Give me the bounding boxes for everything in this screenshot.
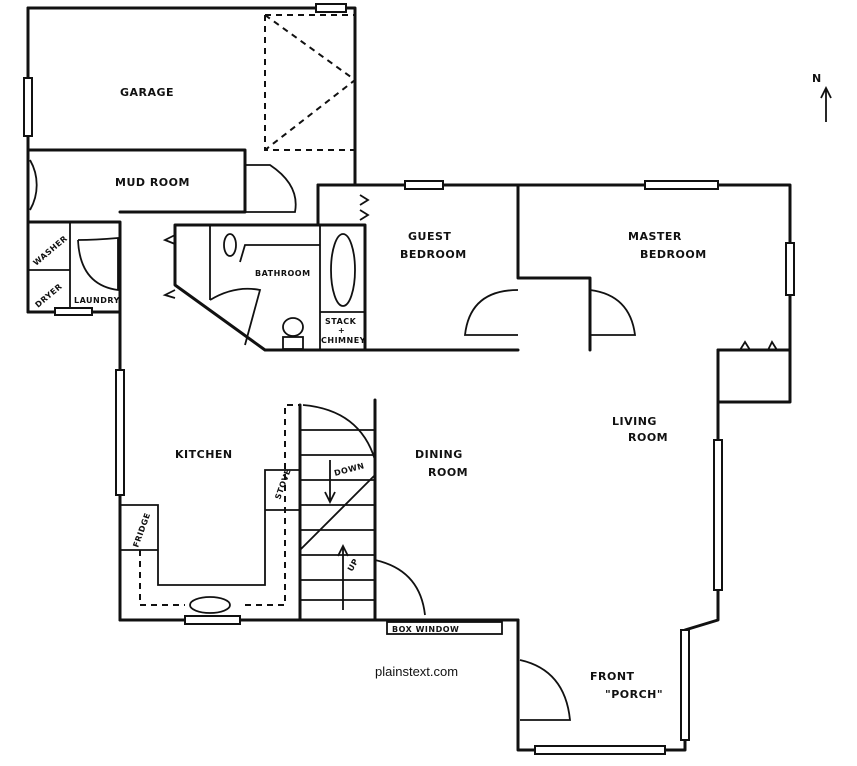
label-garage: GARAGE (120, 86, 174, 99)
label-porch: "PORCH" (605, 688, 663, 701)
window (115, 369, 125, 496)
window (644, 180, 719, 190)
window (23, 77, 33, 137)
living-walls (516, 348, 792, 755)
laundry-walls (26, 220, 125, 622)
garage-walls (23, 3, 357, 187)
box-window (386, 621, 503, 635)
window (184, 615, 241, 625)
north-arrow-icon (820, 85, 832, 122)
bedroom-walls (316, 180, 795, 352)
window (785, 242, 795, 296)
stairs (298, 398, 426, 622)
watermark: plainstext.com (375, 664, 458, 679)
window (680, 629, 690, 741)
label-mud-room: MUD ROOM (115, 176, 190, 189)
label-guest-bedroom: BEDROOM (400, 248, 467, 261)
label-laundry: LAUNDRY (74, 296, 120, 305)
label-washer: WASHER (32, 234, 70, 268)
label-north: N (812, 72, 822, 85)
label-dryer: DRYER (34, 282, 65, 310)
label-stack-plus: + (338, 326, 345, 335)
window (315, 3, 347, 13)
mud-room-walls (26, 148, 297, 314)
label-living-room: ROOM (628, 431, 668, 444)
label-stove: STOVE (273, 468, 292, 501)
label-down: DOWN (333, 461, 365, 478)
label-bathroom: BATHROOM (255, 269, 311, 278)
label-fridge: FRIDGE (131, 512, 152, 549)
label-kitchen: KITCHEN (175, 448, 233, 461)
window (404, 180, 444, 190)
window (54, 307, 93, 316)
label-master: MASTER (628, 230, 682, 243)
label-front: FRONT (590, 670, 635, 683)
label-guest: GUEST (408, 230, 451, 243)
window (534, 745, 666, 755)
label-stack: STACK (325, 317, 357, 326)
label-chimney: CHIMNEY (321, 336, 366, 345)
label-box-window: BOX WINDOW (392, 625, 459, 634)
label-dining-room: ROOM (428, 466, 468, 479)
label-up: UP (346, 557, 360, 573)
label-living: LIVING (612, 415, 657, 428)
window (713, 439, 723, 591)
label-dining: DINING (415, 448, 463, 461)
label-master-bedroom: BEDROOM (640, 248, 707, 261)
bathroom-walls (162, 223, 367, 352)
